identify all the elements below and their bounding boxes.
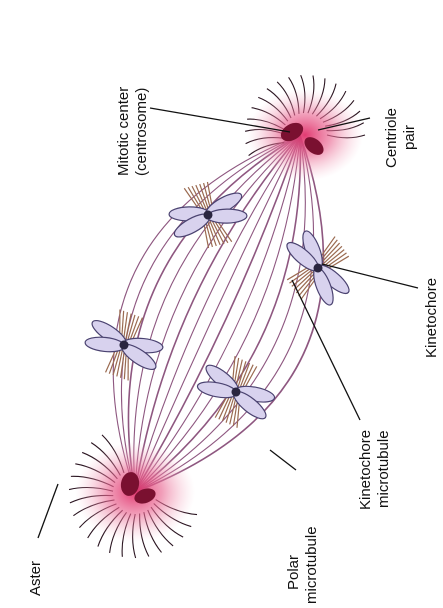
spindle-fiber [135,135,300,492]
upper-centrosome [247,89,363,181]
label-polar: Polar [285,555,302,590]
chromatid-arm [207,209,247,224]
spindle-fiber [135,135,300,492]
spindle-fiber [135,135,305,492]
spindle-fiber [135,135,300,492]
label-centriole: Centriole [383,108,400,168]
lower-centrosome [75,442,195,542]
label-kinetochore-microtubule-1: Kinetochore [357,430,374,510]
label-mitotic-center: Mitotic center [115,87,132,176]
pointer-aster [38,484,58,538]
spindle-fiber [121,135,300,492]
pointer-polar-microtubule [270,450,296,470]
chromosomes [76,174,366,438]
chromosome [76,302,171,389]
label-kinetochore: Kinetochore [423,278,440,358]
spindle-fiber [135,135,300,492]
spindle-fiber [135,135,300,492]
label-aster: Aster [27,561,44,596]
label-kinetochore-microtubule-2: microtubule [375,430,392,508]
spindle-fiber [135,135,300,492]
spindle-fiber [135,135,300,492]
chromosome [187,346,285,437]
label-centriole-pair: pair [401,125,418,150]
spindle-fiber [135,135,300,492]
label-polar-microtubule: microtubule [303,526,320,604]
spindle-fibers [113,135,323,492]
label-centrosome: (centrosome) [133,88,150,176]
